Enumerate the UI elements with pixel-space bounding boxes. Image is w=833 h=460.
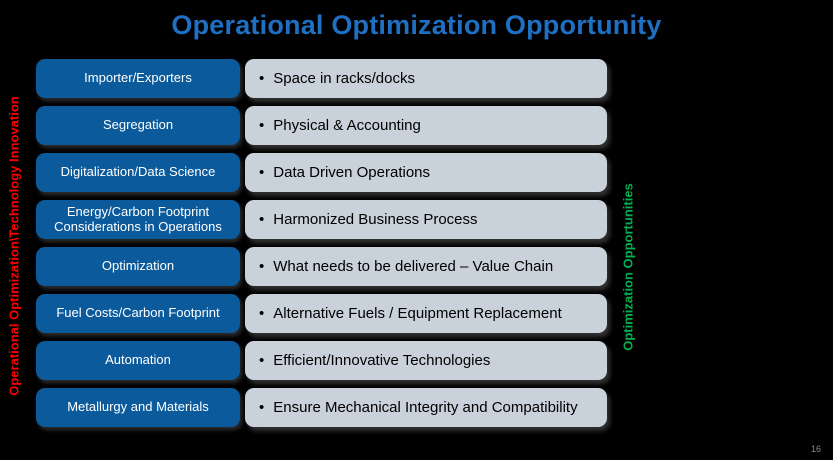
- detail-text: Harmonized Business Process: [273, 211, 478, 228]
- detail-text: What needs to be delivered – Value Chain: [273, 258, 554, 275]
- bullet-marker: •: [259, 258, 265, 275]
- category-box: Fuel Costs/Carbon Footprint: [36, 294, 240, 333]
- detail-text: Ensure Mechanical Integrity and Compatib…: [273, 399, 578, 416]
- category-box: Importer/Exporters: [36, 59, 240, 98]
- table-row: Importer/Exporters • Space in racks/dock…: [36, 59, 607, 98]
- category-box: Energy/Carbon Footprint Considerations i…: [36, 200, 240, 239]
- category-label: Importer/Exporters: [84, 70, 192, 86]
- detail-box: • Space in racks/docks: [245, 59, 607, 98]
- rows-container: Importer/Exporters • Space in racks/dock…: [36, 59, 607, 427]
- detail-text: Efficient/Innovative Technologies: [273, 352, 491, 369]
- bullet-marker: •: [259, 164, 265, 181]
- category-box: Optimization: [36, 247, 240, 286]
- category-label: Digitalization/Data Science: [60, 164, 216, 180]
- detail-text: Data Driven Operations: [273, 164, 431, 181]
- detail-text: Physical & Accounting: [273, 117, 421, 134]
- category-label: Fuel Costs/Carbon Footprint: [56, 305, 220, 321]
- right-axis-label: Optimization Opportunities: [620, 183, 636, 351]
- category-label: Optimization: [101, 258, 175, 274]
- detail-text: Space in racks/docks: [273, 70, 415, 87]
- table-row: Energy/Carbon Footprint Considerations i…: [36, 200, 607, 239]
- bullet-marker: •: [259, 211, 265, 228]
- category-box: Metallurgy and Materials: [36, 388, 240, 427]
- category-label: Automation: [105, 352, 171, 368]
- detail-box: • What needs to be delivered – Value Cha…: [245, 247, 607, 286]
- detail-box: • Efficient/Innovative Technologies: [245, 341, 607, 380]
- category-label: Metallurgy and Materials: [67, 399, 209, 415]
- category-label: Segregation: [102, 117, 174, 133]
- table-row: Segregation • Physical & Accounting: [36, 106, 607, 145]
- category-box: Segregation: [36, 106, 240, 145]
- detail-box: • Data Driven Operations: [245, 153, 607, 192]
- left-axis-label: Operational Optimization\Technology Inno…: [6, 96, 22, 396]
- table-row: Metallurgy and Materials • Ensure Mechan…: [36, 388, 607, 427]
- detail-box: • Alternative Fuels / Equipment Replacem…: [245, 294, 607, 333]
- table-row: Digitalization/Data Science • Data Drive…: [36, 153, 607, 192]
- category-box: Digitalization/Data Science: [36, 153, 240, 192]
- bullet-marker: •: [259, 305, 265, 322]
- bullet-marker: •: [259, 70, 265, 87]
- detail-box: • Ensure Mechanical Integrity and Compat…: [245, 388, 607, 427]
- category-box: Automation: [36, 341, 240, 380]
- bullet-marker: •: [259, 352, 265, 369]
- detail-box: • Physical & Accounting: [245, 106, 607, 145]
- page-number: 16: [810, 444, 821, 454]
- page-title: Operational Optimization Opportunity: [171, 10, 662, 40]
- detail-text: Alternative Fuels / Equipment Replacemen…: [273, 305, 562, 322]
- bullet-marker: •: [259, 399, 265, 416]
- table-row: Optimization • What needs to be delivere…: [36, 247, 607, 286]
- table-row: Fuel Costs/Carbon Footprint • Alternativ…: [36, 294, 607, 333]
- detail-box: • Harmonized Business Process: [245, 200, 607, 239]
- table-row: Automation • Efficient/Innovative Techno…: [36, 341, 607, 380]
- category-label: Energy/Carbon Footprint Considerations i…: [54, 203, 222, 234]
- bullet-marker: •: [259, 117, 265, 134]
